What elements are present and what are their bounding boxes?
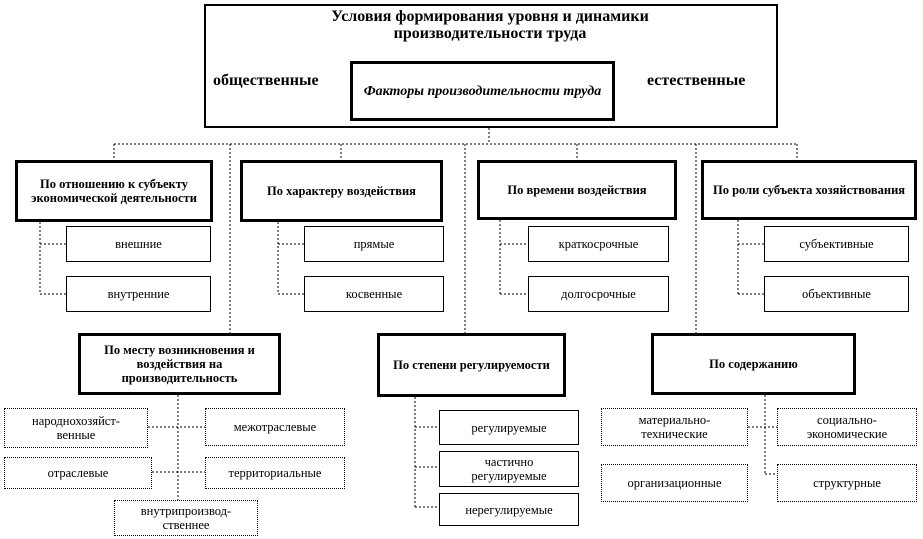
item-unregulated: нерегулируемые (439, 493, 579, 526)
group-place-title: По месту возникновения и воздействия на … (78, 333, 281, 395)
item-sectoral: отраслевые (4, 457, 152, 489)
item-intersectoral: межотраслевые (205, 408, 345, 446)
item-external: внешние (66, 226, 211, 262)
item-socio-economic: социально-экономические (777, 408, 917, 446)
group-character-title: По характеру воздействия (240, 160, 443, 222)
item-internal: внутренние (66, 276, 211, 312)
group-time-title: По времени воздействия (477, 160, 677, 220)
item-organizational: организационные (601, 464, 748, 502)
group-subject-title: По отношению к субъекту экономической де… (15, 160, 213, 222)
header-center-box: Факторы производительности труда (350, 61, 615, 121)
item-short-term: краткосрочные (528, 226, 669, 262)
header-right-label: естественные (647, 72, 746, 89)
item-territorial: территориальные (205, 457, 345, 489)
item-direct: прямые (304, 226, 444, 262)
item-subjective: субъективные (764, 226, 909, 262)
item-structural: структурные (777, 464, 917, 502)
item-material-technical: материально-технические (601, 408, 748, 446)
item-national-economic: народнохозяйст-венные (4, 408, 148, 448)
item-intra-production: внутрипроизвод-ственнее (114, 500, 258, 536)
group-regulation-title: По степени регулируемости (377, 333, 566, 397)
item-regulated: регулируемые (439, 410, 579, 445)
item-objective: объективные (764, 276, 909, 312)
header-title: Условия формирования уровня и динамики п… (331, 8, 649, 42)
header-left-label: общественные (213, 72, 319, 89)
item-indirect: косвенные (304, 276, 444, 312)
item-partially-regulated: частично регулируемые (439, 451, 579, 487)
group-content-title: По содержанию (651, 333, 856, 395)
item-long-term: долгосрочные (528, 276, 669, 312)
group-role-title: По роли субъекта хозяйствования (701, 160, 917, 220)
